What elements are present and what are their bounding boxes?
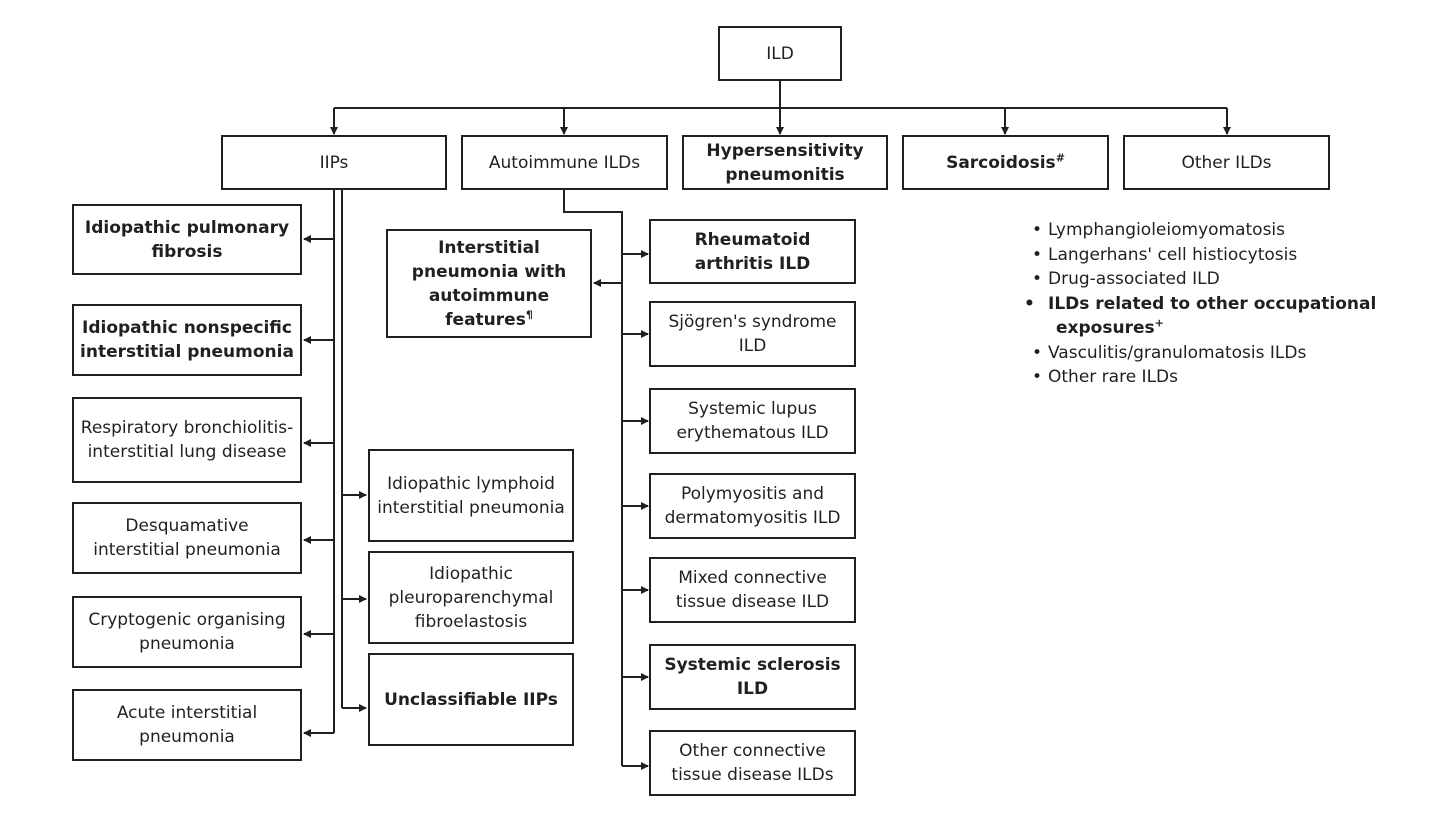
category-iips: IIPs bbox=[221, 135, 447, 190]
category-other-ilds: Other ILDs bbox=[1123, 135, 1330, 190]
category-sarcoidosis-text: Sarcoidosis# bbox=[946, 151, 1065, 175]
autoimmune-sjogren-ild: Sjögren's syndrome ILD bbox=[649, 301, 856, 367]
root-node-ild: ILD bbox=[718, 26, 842, 81]
iip-item-label: Desquamative interstitial pneumonia bbox=[93, 516, 281, 560]
autoimmune-systemic-sclerosis-ild: Systemic sclerosis ILD bbox=[649, 644, 856, 710]
category-autoimmune-ilds: Autoimmune ILDs bbox=[461, 135, 668, 190]
root-label: ILD bbox=[766, 43, 794, 64]
list-item-label: Other rare ILDs bbox=[1048, 367, 1178, 387]
iip-item-label: Cryptogenic organising pneumonia bbox=[88, 610, 286, 654]
iip-idiopathic-lip: Idiopathic lymphoid interstitial pneumon… bbox=[368, 449, 574, 542]
category-iips-label: IIPs bbox=[319, 152, 349, 173]
iip-item-label: Acute interstitial pneumonia bbox=[116, 703, 258, 747]
iip-item-label: Idiopathic lymphoid interstitial pneumon… bbox=[377, 473, 565, 518]
iip-idiopathic-nsip: Idiopathic nonspecific interstitial pneu… bbox=[72, 304, 302, 376]
autoimmune-item-label: Other connective tissue disease ILDs bbox=[671, 741, 834, 785]
iip-idiopathic-pulmonary-fibrosis: Idiopathic pulmonary fibrosis bbox=[72, 204, 302, 275]
iip-rb-ild: Respiratory bronchiolitis-interstitial l… bbox=[72, 397, 302, 483]
category-other-label: Other ILDs bbox=[1181, 152, 1272, 173]
ipaf-label: Interstitial pneumonia with autoimmune f… bbox=[411, 237, 567, 330]
list-item: Lymphangioleiomyomatosis bbox=[1032, 218, 1412, 243]
category-hypersensitivity-label: Hypersensitivity pneumonitis bbox=[706, 140, 864, 185]
autoimmune-item-label: Systemic sclerosis ILD bbox=[664, 655, 841, 699]
list-item-label: Langerhans' cell histiocytosis bbox=[1048, 244, 1298, 265]
autoimmune-sle-ild: Systemic lupus erythematous ILD bbox=[649, 388, 856, 454]
autoimmune-item-label: Rheumatoid arthritis ILD bbox=[694, 229, 811, 274]
autoimmune-rheumatoid-arthritis-ild: Rheumatoid arthritis ILD bbox=[649, 219, 856, 284]
ipaf-node: Interstitial pneumonia with autoimmune f… bbox=[386, 229, 592, 338]
autoimmune-other-ctd-ilds: Other connective tissue disease ILDs bbox=[649, 730, 856, 796]
iip-item-label: Idiopathic pleuroparenchymal fibroelasto… bbox=[388, 563, 554, 632]
autoimmune-mctd-ild: Mixed connective tissue disease ILD bbox=[649, 557, 856, 623]
list-item: Langerhans' cell histiocytosis bbox=[1032, 243, 1412, 268]
category-autoimmune-label: Autoimmune ILDs bbox=[488, 152, 641, 173]
iip-idiopathic-ppfe: Idiopathic pleuroparenchymal fibroelasto… bbox=[368, 551, 574, 644]
iip-item-label: Idiopathic nonspecific interstitial pneu… bbox=[80, 318, 294, 362]
list-item: Vasculitis/granulomatosis ILDs bbox=[1032, 341, 1412, 366]
category-sarcoidosis: Sarcoidosis# bbox=[902, 135, 1109, 190]
autoimmune-item-label: Polymyositis and dermatomyositis ILD bbox=[664, 484, 841, 528]
list-item-label: Vasculitis/granulomatosis ILDs bbox=[1048, 342, 1307, 363]
iip-item-label: Idiopathic pulmonary fibrosis bbox=[84, 217, 290, 262]
list-item-label: ILDs related to other occupational expos… bbox=[1048, 293, 1377, 339]
ipaf-text: Interstitial pneumonia with autoimmune f… bbox=[406, 236, 572, 332]
iip-desquamative-ip: Desquamative interstitial pneumonia bbox=[72, 502, 302, 574]
list-item: Other rare ILDs bbox=[1032, 365, 1412, 390]
list-item: ILDs related to other occupational expos… bbox=[1032, 292, 1412, 341]
iip-item-label: Respiratory bronchiolitis-interstitial l… bbox=[80, 418, 294, 462]
ipaf-footnote-mark: ¶ bbox=[525, 307, 533, 321]
category-hypersensitivity-pneumonitis: Hypersensitivity pneumonitis bbox=[682, 135, 888, 190]
list-item: Drug-associated ILD bbox=[1032, 267, 1412, 292]
list-item-label: Lymphangioleiomyomatosis bbox=[1048, 220, 1286, 240]
iip-cryptogenic-organising-pneumonia: Cryptogenic organising pneumonia bbox=[72, 596, 302, 668]
iip-item-label: Unclassifiable IIPs bbox=[384, 689, 558, 710]
autoimmune-item-label: Sjögren's syndrome ILD bbox=[668, 312, 837, 356]
iip-unclassifiable: Unclassifiable IIPs bbox=[368, 653, 574, 746]
iip-acute-interstitial-pneumonia: Acute interstitial pneumonia bbox=[72, 689, 302, 761]
autoimmune-item-label: Systemic lupus erythematous ILD bbox=[676, 399, 829, 443]
sarcoidosis-footnote-mark: # bbox=[1055, 150, 1065, 164]
autoimmune-item-label: Mixed connective tissue disease ILD bbox=[675, 568, 830, 612]
category-sarcoidosis-label: Sarcoidosis bbox=[946, 152, 1056, 173]
list-item-label: Drug-associated ILD bbox=[1048, 269, 1220, 289]
autoimmune-pm-dm-ild: Polymyositis and dermatomyositis ILD bbox=[649, 473, 856, 539]
other-ilds-list: Lymphangioleiomyomatosis Langerhans' cel… bbox=[1032, 218, 1412, 390]
occupational-footnote-mark: + bbox=[1154, 316, 1164, 330]
